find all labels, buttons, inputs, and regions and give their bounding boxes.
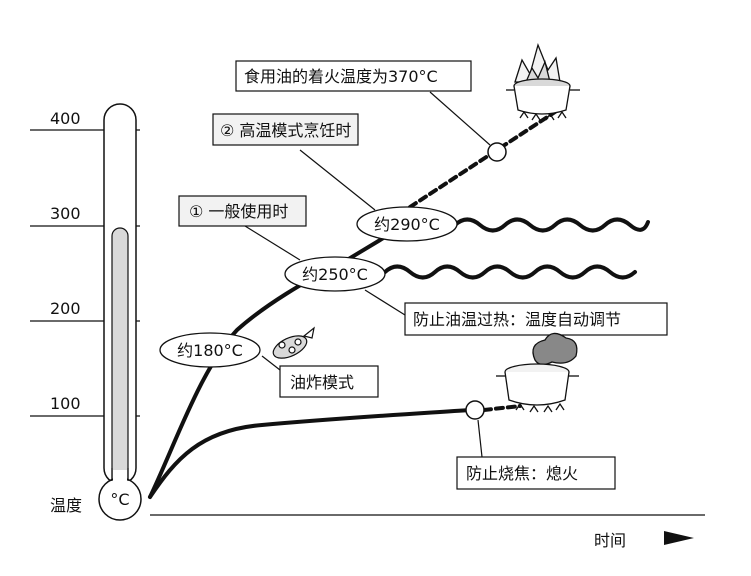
leader-high-temp	[299, 149, 376, 211]
leader-normal-use	[244, 225, 301, 261]
wave-290	[453, 217, 650, 233]
callout-ignition-text: 食用油的着火温度为370°C	[244, 67, 438, 86]
shrimp-crumb-3	[294, 338, 302, 346]
bubble-290-shape	[356, 206, 458, 242]
wave-250	[383, 264, 637, 280]
callout-fry-mode-text: 油炸模式	[290, 373, 354, 392]
thermometer-unit-label: °C	[110, 490, 129, 509]
time-arrow-icon	[664, 531, 694, 545]
time-axis-label: 时间	[594, 531, 626, 550]
callout-ignition: 食用油的着火温度为370°C	[235, 60, 472, 92]
leader-anti-scorch	[477, 419, 483, 458]
callout-normal-use-text: ① 一般使用时	[189, 202, 288, 221]
ignition-marker	[487, 142, 507, 162]
burner-flames-2	[515, 402, 565, 413]
shrimp-tail	[302, 326, 315, 339]
callout-overheat-box	[404, 302, 668, 336]
callout-fry-mode: 油炸模式	[279, 365, 379, 398]
to-ignition-dashed-line	[408, 110, 557, 209]
bubble-290: 约290°C	[356, 206, 458, 242]
callout-anti-scorch-text: 防止烧焦：熄火	[466, 464, 578, 483]
smoking-pot-icon	[496, 332, 579, 413]
cutoff-marker	[465, 400, 485, 420]
low-temp-curve	[148, 408, 472, 499]
smoking-pot-body	[504, 371, 570, 406]
bubble-290-text: 约290°C	[374, 215, 440, 234]
callout-fry-mode-box	[279, 365, 379, 398]
fried-shrimp-icon	[272, 326, 315, 359]
bubble-250-shape	[284, 256, 386, 292]
tick-label-100: 100	[50, 394, 81, 413]
shrimp-crumb-2	[288, 346, 296, 354]
callout-high-temp-text: ② 高温模式烹饪时	[220, 121, 351, 140]
tick-label-300: 300	[50, 204, 81, 223]
thermometer-mercury	[111, 227, 129, 491]
flame-outer	[514, 42, 561, 83]
leader-ignition	[429, 91, 491, 146]
leader-overheat	[364, 289, 406, 316]
bubble-250-text: 约250°C	[302, 265, 368, 284]
bubble-180-shape	[159, 332, 261, 368]
callout-overheat-text: 防止油温过热：温度自动调节	[413, 310, 621, 329]
tick-label-400: 400	[50, 109, 81, 128]
callout-normal-use: ① 一般使用时	[178, 195, 307, 227]
shrimp-crumb-1	[278, 341, 286, 349]
callout-high-temp-mode: ② 高温模式烹饪时	[212, 113, 359, 146]
bubble-250: 约250°C	[284, 256, 386, 292]
flaming-pot-body	[513, 85, 571, 115]
callout-anti-scorch: 防止烧焦：熄火	[456, 456, 616, 490]
pot-on-fire-icon	[506, 42, 580, 121]
callout-ignition-box	[235, 60, 472, 92]
callout-high-temp-box	[212, 113, 359, 146]
burner-flames-1	[519, 110, 567, 121]
temperature-axis-label: 温度	[50, 496, 82, 515]
leader-fry-mode	[261, 355, 281, 371]
callout-oil-overheat: 防止油温过热：温度自动调节	[404, 302, 668, 336]
bubble-180: 约180°C	[159, 332, 261, 368]
callout-normal-use-box	[178, 195, 307, 227]
thermometer: °C 400 300 200 100 温度	[30, 103, 142, 521]
leader-lines	[244, 91, 491, 458]
tick-label-200: 200	[50, 299, 81, 318]
callout-anti-scorch-box	[456, 456, 616, 490]
time-axis: 时间	[150, 514, 705, 550]
bubble-180-text: 约180°C	[177, 341, 243, 360]
bulb-neck-cover	[113, 470, 127, 484]
smoke-cloud	[532, 332, 578, 366]
after-cutoff-dashed-line	[482, 404, 522, 412]
